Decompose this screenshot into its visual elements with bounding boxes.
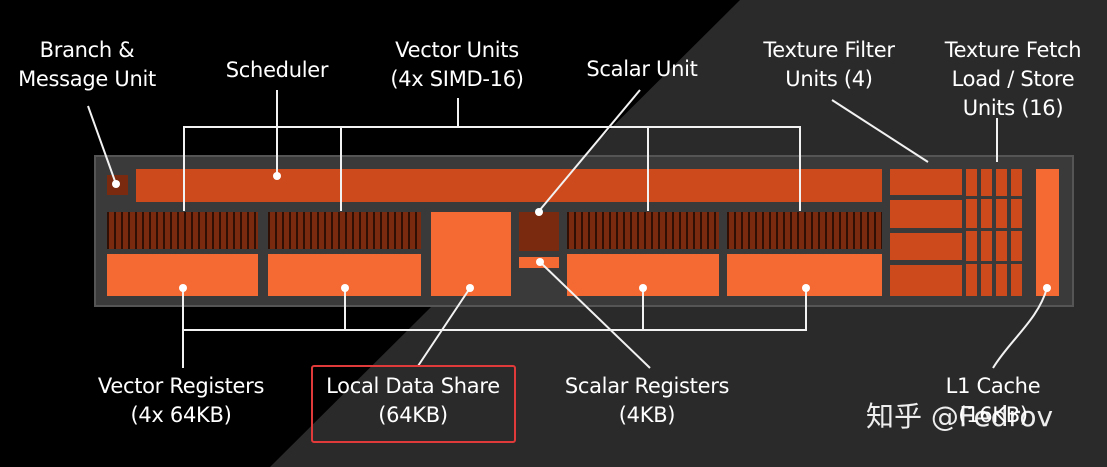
scalar-unit-label: Scalar Unit — [586, 55, 698, 84]
l1-cache-pointer — [992, 287, 1048, 369]
l1-cache-label-line-1: L1 Cache — [945, 374, 1041, 398]
branch-label-line-1: Branch & — [39, 38, 135, 62]
texture-fetch-unit-col-1 — [966, 169, 977, 296]
texture-filter-unit-4 — [890, 265, 962, 296]
texture-filter-pointer — [831, 99, 929, 163]
vector-units-bracket-leg-3 — [647, 126, 649, 211]
vector-registers-bracket-leg-1 — [182, 288, 184, 368]
vector-registers-label: Vector Registers (4x 64KB) — [97, 372, 265, 430]
vector-register-anchor-dot-1 — [179, 284, 187, 292]
simd-unit-4 — [727, 212, 882, 249]
scalar-registers-label: Scalar Registers (4KB) — [564, 372, 730, 430]
branch-label-line-2: Message Unit — [18, 67, 156, 91]
scalar-unit-block — [519, 212, 559, 251]
texture-fetch-unit-col-2 — [981, 169, 992, 296]
simd-unit-2 — [268, 212, 421, 249]
vector-register-anchor-dot-4 — [802, 284, 810, 292]
local-data-share-pointer — [417, 287, 471, 367]
vector-register-anchor-dot-2 — [341, 284, 349, 292]
local-data-share-highlight-box — [311, 365, 516, 443]
texture-fetch-label-line-2: Load / Store — [951, 67, 1075, 91]
l1-cache-block — [1036, 169, 1059, 296]
l1-cache-label: L1 Cache (16KB) — [946, 372, 1041, 430]
vector-registers-bracket-leg-4 — [805, 288, 807, 330]
scalar-registers-label-line-1: Scalar Registers — [564, 374, 730, 398]
vector-units-bracket-stem — [457, 98, 459, 127]
vector-units-bracket-leg-1 — [183, 126, 185, 211]
scalar-unit-label-line-1: Scalar Unit — [586, 57, 698, 81]
vector-register-anchor-dot-3 — [639, 284, 647, 292]
texture-filter-unit-3 — [890, 233, 962, 260]
vector-units-label-line-1: Vector Units — [395, 38, 519, 62]
scalar-registers-anchor-dot — [536, 258, 544, 266]
texture-fetch-row-divider-1 — [966, 196, 1022, 199]
local-data-share-anchor-dot — [466, 284, 474, 292]
scheduler-anchor-dot — [273, 172, 281, 180]
simd-unit-1 — [107, 212, 258, 249]
texture-fetch-unit-col-4 — [1011, 169, 1022, 296]
scheduler-label-line-1: Scheduler — [225, 58, 329, 82]
l1-cache-anchor-dot — [1043, 284, 1051, 292]
texture-fetch-label-line-3: Units (16) — [962, 96, 1064, 120]
texture-fetch-row-divider-3 — [966, 261, 1022, 264]
texture-filter-unit-2 — [890, 200, 962, 228]
texture-filter-unit-1 — [890, 169, 962, 195]
local-data-share-label-line-1: Local Data Share — [326, 374, 500, 398]
local-data-share-label-line-2: (64KB) — [378, 403, 448, 427]
scheduler-label: Scheduler — [225, 56, 329, 85]
vector-registers-label-line-1: Vector Registers — [97, 374, 265, 398]
branch-anchor-dot — [112, 180, 120, 188]
branch-pointer — [87, 105, 117, 185]
scalar-unit-anchor-dot — [535, 208, 543, 216]
branch-message-unit-label: Branch & Message Unit — [18, 36, 156, 94]
local-data-share-label: Local Data Share (64KB) — [326, 372, 500, 430]
texture-fetch-label-line-1: Texture Fetch — [944, 38, 1082, 62]
vector-registers-bracket-leg-3 — [642, 288, 644, 330]
vector-registers-bracket-leg-2 — [344, 288, 346, 330]
texture-fetch-unit-col-3 — [996, 169, 1007, 296]
vector-units-bracket-bar — [183, 126, 800, 128]
texture-filter-label: Texture Filter Units (4) — [763, 36, 895, 94]
scheduler-block — [136, 169, 882, 202]
vector-registers-label-line-2: (4x 64KB) — [130, 403, 232, 427]
texture-fetch-row-divider-2 — [966, 228, 1022, 231]
texture-filter-label-line-1: Texture Filter — [763, 38, 895, 62]
local-data-share-block — [431, 212, 511, 296]
vector-units-bracket-leg-2 — [340, 126, 342, 211]
scalar-registers-label-line-2: (4KB) — [618, 403, 676, 427]
l1-cache-label-line-2: (16KB) — [958, 403, 1028, 427]
vector-units-label-line-2: (4x SIMD-16) — [390, 67, 524, 91]
vector-units-label: Vector Units (4x SIMD-16) — [390, 36, 524, 94]
watermark: 知乎 @Fedrov — [866, 400, 1054, 433]
vector-units-bracket-leg-4 — [799, 126, 801, 211]
scalar-unit-pointer — [538, 89, 641, 212]
simd-unit-3 — [567, 212, 719, 249]
scalar-registers-pointer — [539, 261, 651, 369]
texture-fetch-label: Texture Fetch Load / Store Units (16) — [945, 36, 1082, 123]
texture-filter-label-line-2: Units (4) — [785, 67, 873, 91]
vector-registers-bracket-bar — [182, 329, 807, 331]
